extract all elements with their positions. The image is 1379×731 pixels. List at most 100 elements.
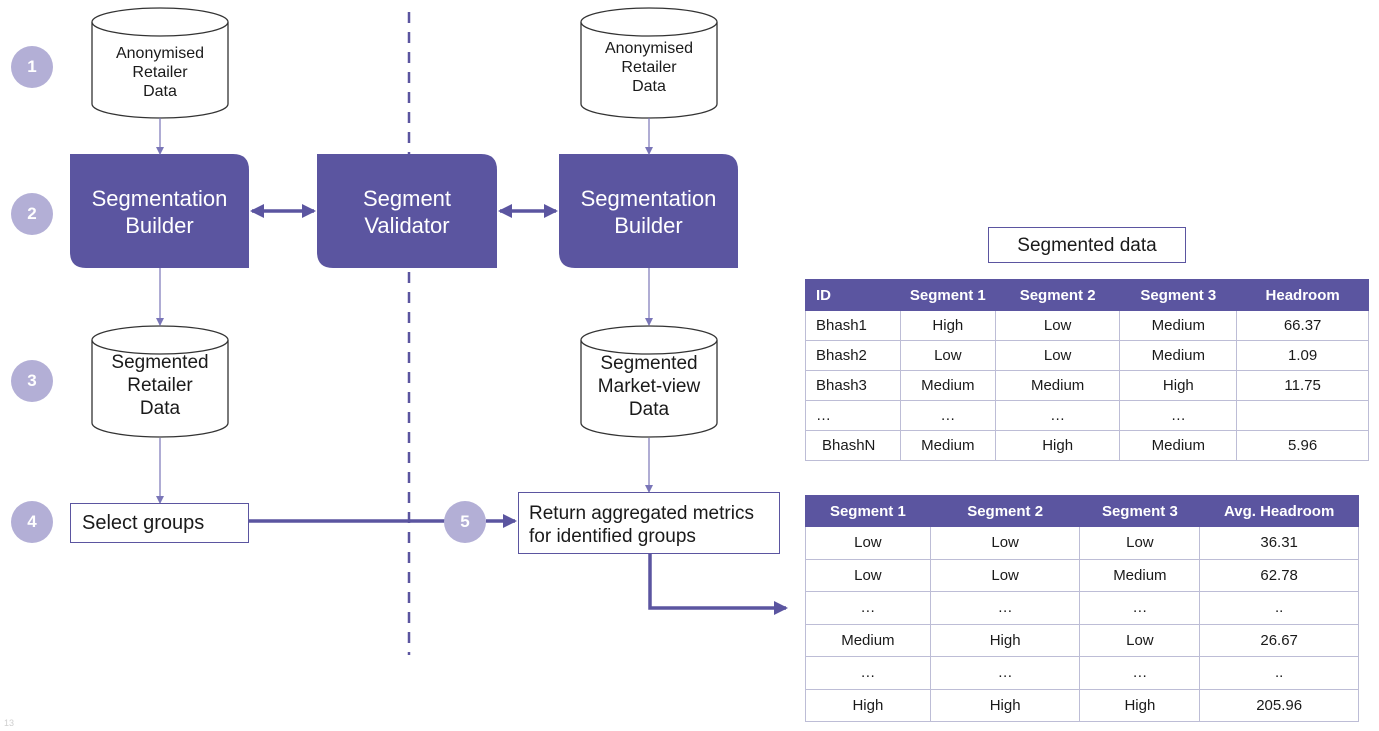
table-cell: Low (1079, 526, 1201, 560)
table-cell: 62.78 (1199, 558, 1359, 592)
arrow-return-to-table (648, 554, 788, 615)
table-row: Medium High Low 26.67 (805, 623, 1359, 657)
table-header-cell: Segment 2 (929, 495, 1081, 527)
table-cell: Low (805, 558, 931, 592)
right-segmented-db-label: Segmented Market-view Data (597, 353, 701, 420)
table-cell: High (1119, 370, 1238, 401)
left-segmented-db-shape (91, 325, 229, 438)
table-header-cell: Avg. Headroom (1199, 495, 1359, 527)
table-header-row: ID Segment 1 Segment 2 Segment 3 Headroo… (805, 279, 1369, 311)
table-cell: Bhash1 (805, 310, 901, 341)
table-header-cell: Segment 2 (994, 279, 1121, 311)
table-cell: Low (994, 310, 1121, 341)
step-3-badge: 3 (11, 360, 53, 402)
table-header-cell: Segment 3 (1079, 495, 1201, 527)
table-cell: Medium (1119, 340, 1238, 371)
left-source-db-label: Anonymised Retailer Data (115, 45, 205, 101)
table-cell: Low (929, 558, 1081, 592)
table-header-cell: ID (805, 279, 901, 311)
table-cell: Low (805, 526, 931, 560)
return-metrics-label: Return aggregated metrics for identified… (529, 503, 754, 547)
table-cell: High (929, 688, 1081, 722)
table-cell (1236, 400, 1369, 431)
segmented-data-title: Segmented data (1017, 235, 1157, 256)
table-cell: Medium (1119, 310, 1238, 341)
table-cell: … (1119, 400, 1238, 431)
table-cell: High (994, 430, 1121, 461)
table-header-row: Segment 1 Segment 2 Segment 3 Avg. Headr… (805, 495, 1359, 527)
table-cell: .. (1199, 591, 1359, 625)
validator-label: Segment Validator (362, 186, 452, 238)
table-cell: 11.75 (1236, 370, 1369, 401)
right-builder-block (559, 154, 738, 268)
table-row: Bhash2 Low Low Medium 1.09 (805, 340, 1369, 371)
step-2-badge: 2 (11, 193, 53, 235)
aggregated-metrics-table: Segment 1 Segment 2 Segment 3 Avg. Headr… (805, 495, 1359, 722)
validator-block (317, 154, 497, 268)
table-cell: Medium (994, 370, 1121, 401)
table-cell: .. (1199, 656, 1359, 690)
table-cell: 1.09 (1236, 340, 1369, 371)
left-builder-block (70, 154, 249, 268)
page-number: 13 (4, 718, 15, 728)
table-cell: … (1079, 591, 1201, 625)
segmented-data-title-box: Segmented data (988, 227, 1186, 263)
table-row: … … … … (805, 400, 1369, 431)
table-cell: … (805, 400, 901, 431)
table-cell: 66.37 (1236, 310, 1369, 341)
step-4-badge: 4 (11, 501, 53, 543)
table-cell: … (929, 591, 1081, 625)
table-header-cell: Segment 1 (899, 279, 996, 311)
table-cell: … (899, 400, 996, 431)
left-segmented-db-label: Segmented Retailer Data (111, 352, 209, 419)
right-builder-label: Segmentation Builder (580, 186, 717, 238)
table-cell: 5.96 (1236, 430, 1369, 461)
table-header-cell: Headroom (1236, 279, 1369, 311)
table-cell: … (805, 656, 931, 690)
table-header-cell: Segment 3 (1119, 279, 1238, 311)
table-cell: Medium (1079, 558, 1201, 592)
table-cell: 205.96 (1199, 688, 1359, 722)
table-cell: … (994, 400, 1121, 431)
table-cell: Low (899, 340, 996, 371)
table-cell: … (929, 656, 1081, 690)
table-row: Low Low Medium 62.78 (805, 558, 1359, 592)
right-source-db-shape (580, 7, 718, 119)
table-cell: BhashN (805, 430, 901, 461)
select-groups-label: Select groups (82, 512, 205, 534)
table-cell: Low (929, 526, 1081, 560)
table-cell: High (805, 688, 931, 722)
step-1-badge: 1 (11, 46, 53, 88)
table-row: … … … .. (805, 591, 1359, 625)
table-cell: Bhash2 (805, 340, 901, 371)
table-cell: Bhash3 (805, 370, 901, 401)
segmented-data-table: ID Segment 1 Segment 2 Segment 3 Headroo… (805, 279, 1369, 461)
left-builder-label: Segmentation Builder (91, 186, 228, 238)
table-cell: High (929, 623, 1081, 657)
return-metrics-box: Return aggregated metrics for identified… (518, 492, 780, 554)
table-header-cell: Segment 1 (805, 495, 931, 527)
table-row: … … … .. (805, 656, 1359, 690)
table-cell: 36.31 (1199, 526, 1359, 560)
table-cell: Low (1079, 623, 1201, 657)
table-cell: … (805, 591, 931, 625)
table-row: Low Low Low 36.31 (805, 526, 1359, 560)
table-row: Bhash3 Medium Medium High 11.75 (805, 370, 1369, 401)
left-source-db-shape (91, 7, 229, 119)
table-row: BhashN Medium High Medium 5.96 (805, 430, 1369, 461)
table-cell: Medium (899, 430, 996, 461)
step-5-badge: 5 (444, 501, 486, 543)
table-cell: High (899, 310, 996, 341)
right-source-db-label: Anonymised Retailer Data (604, 40, 694, 96)
table-row: High High High 205.96 (805, 688, 1359, 722)
table-cell: Medium (805, 623, 931, 657)
table-cell: Medium (899, 370, 996, 401)
table-cell: 26.67 (1199, 623, 1359, 657)
right-segmented-db-shape (580, 325, 718, 438)
table-cell: High (1079, 688, 1201, 722)
table-row: Bhash1 High Low Medium 66.37 (805, 310, 1369, 341)
select-groups-box: Select groups (70, 503, 249, 543)
table-cell: Medium (1119, 430, 1238, 461)
table-cell: … (1079, 656, 1201, 690)
